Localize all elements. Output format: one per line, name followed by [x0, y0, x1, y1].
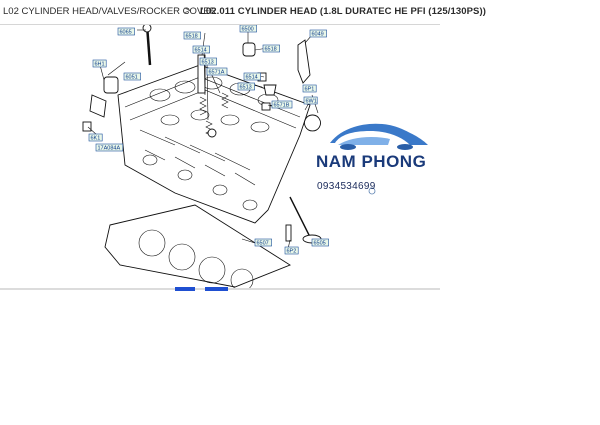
part-callout[interactable]: 6507: [254, 238, 272, 247]
part-callout[interactable]: 6505: [311, 238, 329, 247]
part-callout-box[interactable]: [309, 29, 327, 38]
part-callout-box[interactable]: [284, 246, 299, 255]
part-callout-label: 6518: [265, 47, 277, 53]
part-callout-box[interactable]: [303, 96, 318, 105]
breadcrumb-current: L02.011 CYLINDER HEAD (1.8L DURATEC HE P…: [200, 6, 487, 17]
part-callout[interactable]: 6500: [239, 25, 257, 33]
part-callout[interactable]: 6049: [309, 29, 327, 38]
part-callout-label: 6H1: [95, 62, 105, 68]
part-callout-label: 6P2: [287, 249, 297, 255]
part-callout-label: 6505: [314, 241, 326, 247]
part-callout[interactable]: 6513: [199, 57, 217, 66]
part-callout-box[interactable]: [262, 44, 280, 53]
part-callout-label: 17A084A: [98, 146, 121, 152]
part-callout-box[interactable]: [199, 57, 217, 66]
part-callout-label: 6571B: [274, 103, 290, 109]
part-callout[interactable]: 6513: [237, 82, 255, 91]
brand-phone: 0934534699: [317, 181, 376, 192]
part-callout-label: 6K1: [91, 136, 101, 142]
part-callout-box[interactable]: [117, 27, 135, 36]
selected-part-indicator: [205, 287, 228, 291]
part-callout[interactable]: 6571B: [271, 100, 293, 109]
part-callout[interactable]: 6K1: [88, 133, 103, 142]
part-callout[interactable]: 6571A: [206, 67, 228, 76]
part-callout-box[interactable]: [239, 25, 257, 33]
part-callout-box[interactable]: [192, 45, 210, 54]
part-callout-label: 6514: [246, 75, 258, 81]
part-callout-label: 6513: [240, 85, 252, 91]
part-callout-box[interactable]: [183, 31, 201, 40]
part-callout-label: 6065: [120, 30, 132, 36]
part-callout-box[interactable]: [271, 100, 293, 109]
part-callout-label: 6049: [312, 32, 324, 38]
part-callout-label: 6571A: [209, 70, 225, 76]
breadcrumb-parent-link[interactable]: L02 CYLINDER HEAD/VALVES/ROCKER COVER: [3, 6, 217, 17]
brand-name-left: NAM: [316, 152, 357, 171]
parts-diagram[interactable]: 6065 6518 6500 6051 6514 6513 6571A 6514 6513 657…: [0, 25, 440, 288]
part-callout-label: 6507: [257, 241, 269, 247]
part-callout-box[interactable]: [237, 82, 255, 91]
part-callout[interactable]: 6P2: [284, 246, 299, 255]
part-callout[interactable]: 6518: [262, 44, 280, 53]
selected-part-indicator: [175, 287, 195, 291]
car-logo-icon: [330, 123, 428, 195]
part-callout[interactable]: 6P1: [302, 84, 317, 93]
part-callout-label: 6W1: [306, 99, 317, 105]
part-callout-label: 6500: [242, 27, 254, 33]
part-callout[interactable]: 6518: [183, 31, 201, 40]
part-callout-box[interactable]: [254, 238, 272, 247]
part-callout-label: 6514: [195, 48, 207, 54]
part-callout-box[interactable]: [95, 143, 124, 152]
part-callout-box[interactable]: [123, 72, 141, 81]
part-callout-box[interactable]: [92, 59, 107, 68]
part-callout[interactable]: 6514: [192, 45, 210, 54]
brand-name-right: PHONG: [361, 152, 427, 171]
part-callout-box[interactable]: [311, 238, 329, 247]
part-callout-box[interactable]: [206, 67, 228, 76]
part-callout[interactable]: 6051: [123, 72, 141, 81]
chevron-right-icon: >: [184, 5, 191, 17]
part-callout[interactable]: 6W1: [303, 96, 318, 105]
brand-name: NAM PHONG: [316, 152, 426, 172]
breadcrumb: L02 CYLINDER HEAD/VALVES/ROCKER COVER > …: [0, 0, 486, 25]
part-callout-box[interactable]: [243, 72, 261, 81]
part-callout-label: 6P1: [305, 87, 315, 93]
part-callout-label: 6051: [126, 75, 138, 81]
part-callout[interactable]: 6514: [243, 72, 261, 81]
part-callout-box[interactable]: [88, 133, 103, 142]
part-callout[interactable]: 17A084A: [95, 143, 124, 152]
part-callout-label: 6518: [186, 34, 198, 40]
part-callout-label: 6513: [202, 60, 214, 66]
part-callout-box[interactable]: [302, 84, 317, 93]
part-callout[interactable]: 6H1: [92, 59, 107, 68]
part-callout[interactable]: 6065: [117, 27, 135, 36]
